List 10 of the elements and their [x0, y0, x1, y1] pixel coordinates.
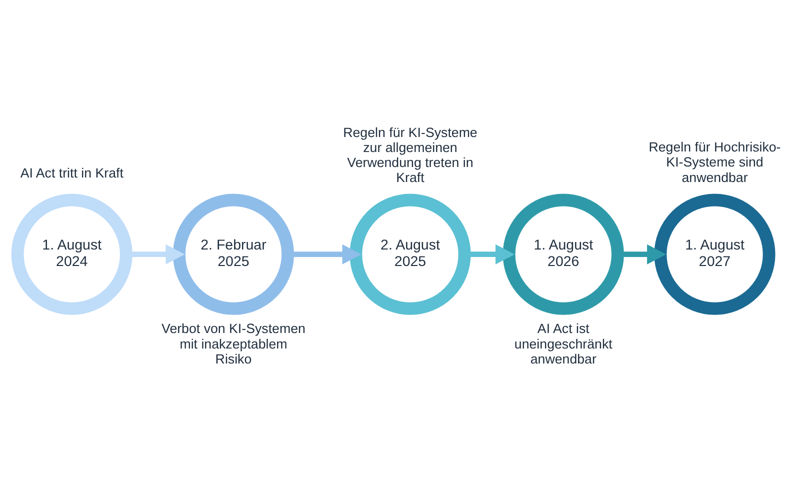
- node-label: AI Act tritt in Kraft: [20, 165, 124, 180]
- node-label: Regeln für Hochrisiko-KI-Systeme sind anwendbar: [648, 140, 781, 185]
- node-circle: 1. August 2027: [654, 194, 776, 315]
- node-label: AI Act ist uneingeschränkt anwendbar: [514, 321, 612, 366]
- node-circle: 1. August 2024: [11, 194, 132, 315]
- node-label: Verbot von KI-Systemen mit inakzeptablem Risiko: [162, 321, 306, 366]
- node-label: Regeln für KI-Systeme zur allgemeinen Verwendung treten in Kraft: [343, 124, 478, 186]
- node-circle: 2. August 2025: [350, 194, 471, 315]
- node-circle: 1. August 2026: [502, 194, 624, 315]
- node-circle: 2. Februar 2025: [172, 194, 294, 315]
